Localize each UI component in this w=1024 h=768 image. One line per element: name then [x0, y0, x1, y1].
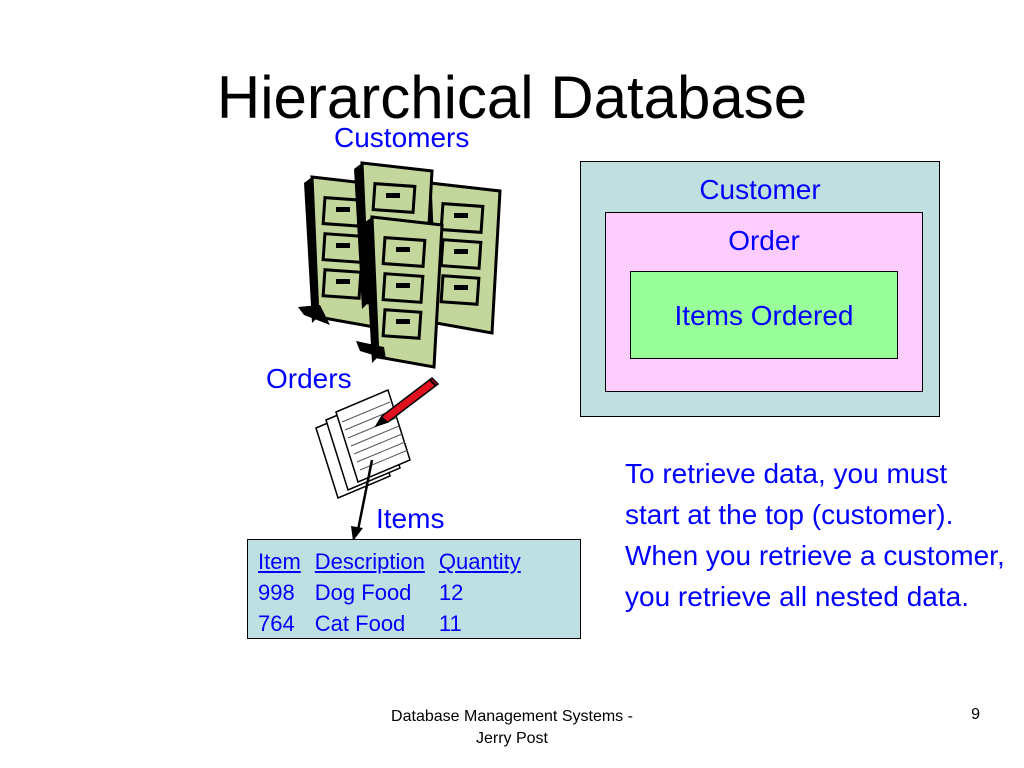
table-cell: 11	[438, 611, 462, 636]
table-cell: 764	[258, 611, 295, 636]
table-cell: 12	[438, 580, 464, 605]
items-label: Items	[376, 503, 445, 534]
footer-line-2: Jerry Post	[475, 730, 548, 747]
table-row: 764 Cat Food 11	[258, 608, 535, 639]
items-ordered-box: Items Ordered	[630, 271, 898, 359]
pen-icon	[374, 377, 440, 428]
page-number: 9	[971, 706, 980, 723]
table-row: 998 Dog Food 12	[258, 577, 535, 608]
customer-box-label: Customer	[699, 174, 821, 205]
items-table: Item Description Quantity 998 Dog Food 1…	[247, 539, 581, 639]
customers-label: Customers	[334, 122, 470, 153]
column-header-item: Item	[258, 549, 301, 574]
footer: Database Management Systems - Jerry Post	[347, 706, 677, 750]
column-header-description: Description	[314, 549, 425, 574]
slide-title: Hierarchical Database	[216, 64, 808, 131]
table-header-row: Item Description Quantity	[258, 546, 535, 577]
customer-box: Customer Order Items Ordered	[580, 161, 940, 417]
table-cell: Cat Food	[314, 611, 406, 636]
order-box: Order Items Ordered	[605, 212, 923, 392]
table-cell: Dog Food	[314, 580, 412, 605]
footer-line-1: Database Management Systems -	[391, 708, 633, 725]
order-box-label: Order	[728, 225, 800, 256]
orders-label: Orders	[266, 363, 352, 394]
items-ordered-box-label: Items Ordered	[674, 300, 854, 331]
explanation-text: To retrieve data, you must start at the …	[625, 458, 1005, 612]
column-header-quantity: Quantity	[438, 549, 521, 574]
table-cell: 998	[258, 580, 295, 605]
file-cabinets-icon	[298, 161, 502, 369]
